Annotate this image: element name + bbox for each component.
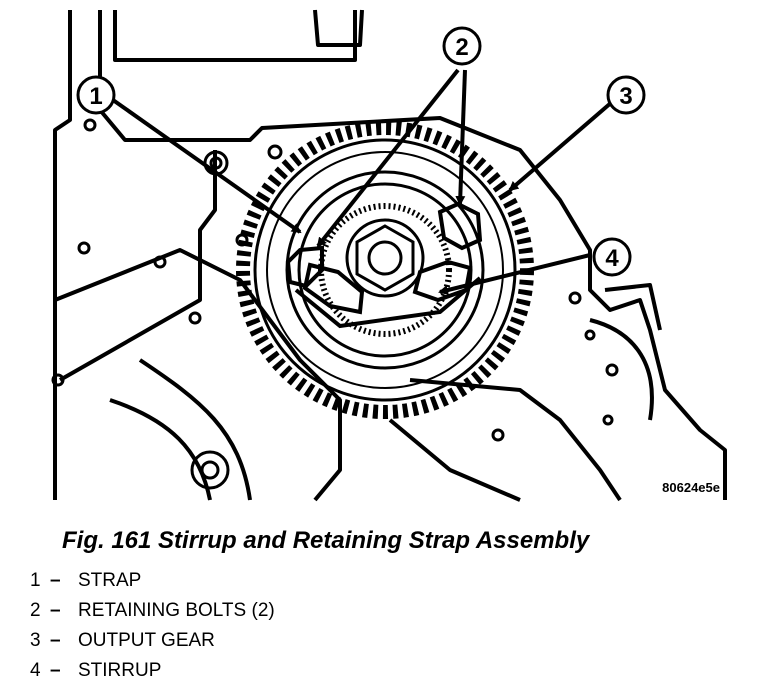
legend-label: RETAINING BOLTS (2) <box>78 600 275 621</box>
legend-dash: – <box>50 600 61 621</box>
leader-arrows <box>111 68 614 295</box>
svg-text:2: 2 <box>455 34 468 61</box>
legend-dash: – <box>50 630 61 651</box>
legend-label: OUTPUT GEAR <box>78 630 215 651</box>
callout-3: 3 <box>606 75 646 115</box>
legend-number: 1 <box>30 570 41 591</box>
legend-number: 2 <box>30 600 41 621</box>
legend-dash: – <box>50 570 61 591</box>
arrow-retaining-bolt-right <box>455 69 467 206</box>
legend-item-strap: 1–STRAP <box>30 566 275 596</box>
legend-item-output-gear: 3–OUTPUT GEAR <box>30 626 275 656</box>
legend-number: 3 <box>30 630 41 651</box>
legend-item-stirrup: 4–STIRRUP <box>30 656 275 686</box>
arrow-strap <box>111 98 302 234</box>
legend-dash: – <box>50 660 61 681</box>
arrow-stirrup <box>438 253 591 295</box>
transmission-illustration: 1 2 3 4 80624e5e <box>51 9 727 502</box>
legend-item-retaining-bolts: 2–RETAINING BOLTS (2) <box>30 596 275 626</box>
figure-caption: Fig. 161 Stirrup and Retaining Strap Ass… <box>62 527 590 554</box>
transaxle-housing <box>53 9 727 502</box>
figure-code: 80624e5e <box>662 480 720 495</box>
svg-text:1: 1 <box>89 83 102 110</box>
svg-text:3: 3 <box>619 83 632 110</box>
callout-2: 2 <box>442 26 482 66</box>
arrow-output-gear <box>508 100 614 192</box>
legend-number: 4 <box>30 660 41 681</box>
callout-1: 1 <box>76 75 116 115</box>
legend-label: STIRRUP <box>78 660 162 681</box>
legend-label: STRAP <box>78 570 142 591</box>
arrow-retaining-bolt-left <box>316 68 460 248</box>
output-gear <box>236 121 534 419</box>
svg-text:4: 4 <box>605 245 619 272</box>
housing-bolt-holes <box>51 118 619 490</box>
callout-4: 4 <box>592 237 632 277</box>
parts-legend: 1–STRAP 2–RETAINING BOLTS (2) 3–OUTPUT G… <box>30 566 275 686</box>
